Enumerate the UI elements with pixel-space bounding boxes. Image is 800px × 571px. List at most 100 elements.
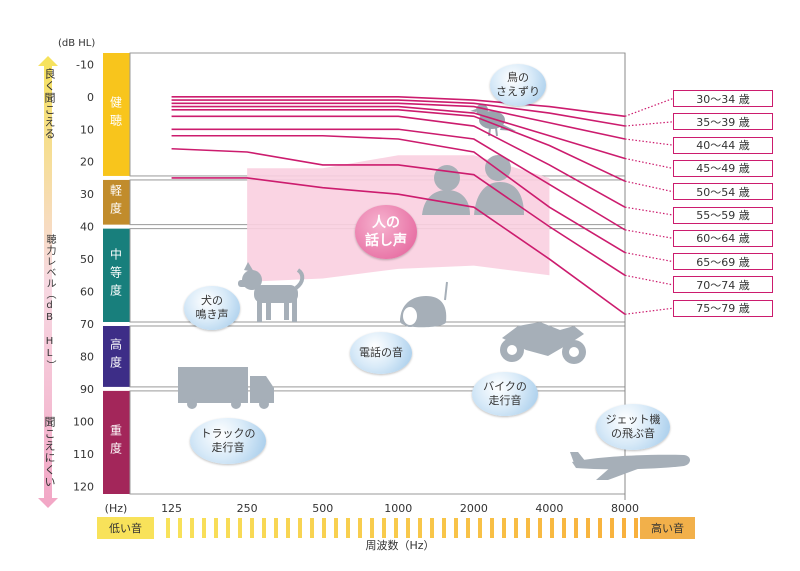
series-line (171, 105, 626, 160)
y-tick-label: 70 (80, 318, 94, 331)
freq-dash (478, 518, 482, 538)
freq-dash (538, 518, 542, 538)
freq-dash (490, 518, 494, 538)
freq-dash (454, 518, 458, 538)
freq-dash (562, 518, 566, 538)
freq-dash (358, 518, 362, 538)
freq-dash (370, 518, 374, 538)
x-tick-label: 8000 (611, 502, 639, 515)
x-tick-label: 250 (237, 502, 258, 515)
y-tick-label: 30 (80, 188, 94, 201)
series-line (171, 102, 626, 140)
y-tick-label: 100 (73, 415, 94, 428)
y-tick-label: 10 (80, 123, 94, 136)
freq-dash (526, 518, 530, 538)
zone-bar (103, 179, 130, 225)
series-line (171, 115, 626, 208)
hearing-direction-arrow (38, 56, 58, 508)
freq-dash (274, 518, 278, 538)
freq-dash (214, 518, 218, 538)
age-legend-item: 55〜59 歳 (673, 206, 773, 224)
zone-label: 高度 (108, 338, 123, 375)
freq-dash (514, 518, 518, 538)
zone-label: 重度 (108, 424, 123, 461)
age-legend-item: 70〜74 歳 (673, 276, 773, 294)
freq-dash (586, 518, 590, 538)
telephone-bubble: 電話の音 (350, 332, 412, 374)
age-legend-item: 35〜39 歳 (673, 113, 773, 131)
freq-dash (394, 518, 398, 538)
freq-dash (166, 518, 170, 538)
age-series-lines (171, 96, 674, 315)
y-tick-label: 110 (73, 448, 94, 461)
freq-dash (574, 518, 578, 538)
axes: (dB HL)-100102030405060708090100110120(H… (58, 38, 639, 515)
series-line (171, 134, 626, 254)
freq-dash (502, 518, 506, 538)
motorcycle-icon (500, 322, 586, 364)
zone-bar (103, 53, 130, 176)
freq-dash (262, 518, 266, 538)
freq-dash (430, 518, 434, 538)
airplane-bubble: ジェット機 の飛ぶ音 (596, 404, 670, 450)
sound-icons (178, 104, 690, 480)
freq-dash (610, 518, 614, 538)
freq-dash (238, 518, 242, 538)
series-leader (624, 97, 674, 117)
series-leader (624, 157, 674, 169)
freq-dash (418, 518, 422, 538)
y-axis-unit: (dB HL) (58, 38, 95, 49)
side-top-label: 良く聞こえる (43, 68, 56, 140)
dog-bubble: 犬の 鳴き声 (184, 286, 240, 330)
motorcycle-bubble: バイクの 走行音 (472, 372, 538, 416)
freq-dash (226, 518, 230, 538)
age-legend-item: 50〜54 歳 (673, 183, 773, 201)
age-legend-item: 75〜79 歳 (673, 299, 773, 317)
freq-dash (286, 518, 290, 538)
zone-bar (103, 325, 130, 387)
freq-dash (298, 518, 302, 538)
low-sound-label: 低い音 (97, 517, 154, 539)
freq-dash (466, 518, 470, 538)
dog-icon (238, 262, 305, 322)
zone-label: 中等度 (108, 248, 123, 303)
series-line (171, 108, 626, 182)
truck-icon (178, 367, 274, 409)
y-tick-label: 50 (80, 253, 94, 266)
freq-dash (442, 518, 446, 538)
series-leader (624, 138, 674, 146)
x-tick-label: 125 (161, 502, 182, 515)
x-tick-label: 500 (312, 502, 333, 515)
y-tick-label: 20 (80, 156, 94, 169)
series-leader (624, 121, 674, 127)
x-axis-unit: (Hz) (105, 502, 128, 515)
freq-dash (634, 518, 638, 538)
freq-dash (346, 518, 350, 538)
freq-dash (598, 518, 602, 538)
freq-dash (310, 518, 314, 538)
zone-bar (103, 228, 130, 322)
zone-bar (103, 390, 130, 494)
y-tick-label: -10 (76, 58, 94, 71)
freq-dash (334, 518, 338, 538)
freq-dash (202, 518, 206, 538)
freq-dash (190, 518, 194, 538)
zone-label: 軽度 (108, 184, 123, 221)
y-tick-label: 0 (87, 91, 94, 104)
x-tick-label: 4000 (535, 502, 563, 515)
freq-dash (622, 518, 626, 538)
series-leader (624, 252, 674, 263)
y-tick-label: 90 (80, 383, 94, 396)
series-leader (624, 307, 674, 315)
age-legend-item: 45〜49 歳 (673, 159, 773, 177)
zone-frame (129, 52, 626, 177)
series-line (171, 177, 626, 315)
series-line (171, 99, 626, 127)
age-legend-item: 60〜64 歳 (673, 229, 773, 247)
x-tick-label: 2000 (460, 502, 488, 515)
bird-icon (470, 104, 516, 137)
y-tick-label: 40 (80, 221, 94, 234)
freq-dash (406, 518, 410, 538)
x-tick-label: 1000 (384, 502, 412, 515)
series-line (171, 96, 626, 118)
